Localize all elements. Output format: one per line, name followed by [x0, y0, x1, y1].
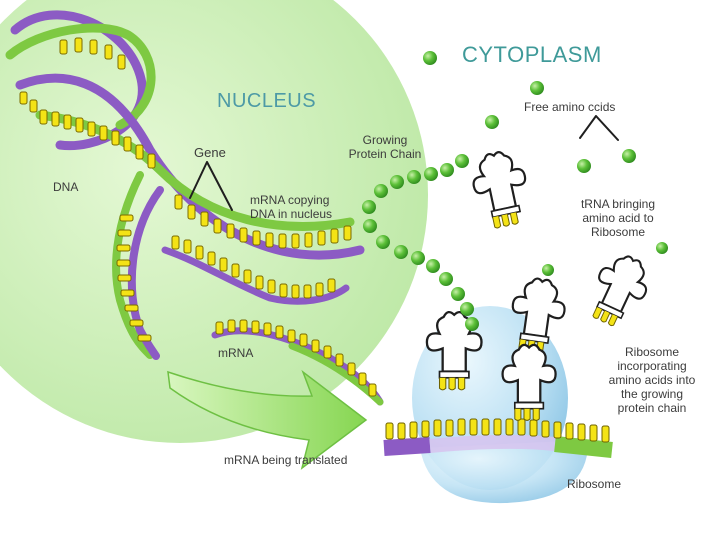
export-arrow: [167, 369, 368, 470]
mrna-label: mRNA: [218, 346, 254, 360]
trna-label: tRNA bringing amino acid to Ribosome: [570, 197, 666, 239]
mrna-translated-label: mRNA being translated: [224, 453, 348, 467]
gene-label: Gene: [194, 145, 226, 160]
ribosome-incorporating-label: Ribosome incorporating amino acids into …: [592, 345, 712, 415]
mrna-copying-line-1: mRNA copying: [250, 193, 330, 207]
ribosome-inc-line-2: incorporating: [617, 359, 687, 373]
growing-chain-label: Growing Protein Chain: [330, 133, 440, 161]
ribosome-inc-line-5: protein chain: [617, 401, 687, 415]
trna-line-2: amino acid to: [582, 211, 654, 225]
free-amino-acids: [423, 51, 668, 276]
trna-line-1: tRNA bringing: [580, 197, 656, 211]
mrna-copying-line-2: DNA in nucleus: [250, 207, 333, 221]
ribosome-label: Ribosome: [567, 477, 622, 491]
protein-chain: [362, 154, 479, 331]
mrna-copying-label: mRNA copying DNA in nucleus: [250, 193, 332, 221]
ribosome-inc-line-1: Ribosome: [624, 345, 680, 359]
ribosome-inc-line-3: amino acids into: [608, 373, 696, 387]
mrna-translated-strand: [383, 418, 613, 458]
free-amino-acids-label: Free amino ccids: [524, 100, 616, 114]
ribosome-inc-line-4: the growing: [620, 387, 684, 401]
dna-helix: [5, 10, 365, 360]
mrna-copy-strand: [161, 235, 350, 305]
mrna-strand: [211, 319, 384, 406]
cytoplasm-label: CYTOPLASM: [462, 42, 602, 67]
trna-line-3: Ribosome: [590, 225, 646, 239]
pointer-lines: [189, 115, 619, 211]
ribosome-lower: [420, 440, 589, 504]
growing-chain-line-2: Protein Chain: [348, 147, 422, 161]
nucleus-label: NUCLEUS: [217, 90, 317, 112]
dna-label: DNA: [53, 180, 79, 194]
growing-chain-line-1: Growing: [362, 133, 408, 147]
